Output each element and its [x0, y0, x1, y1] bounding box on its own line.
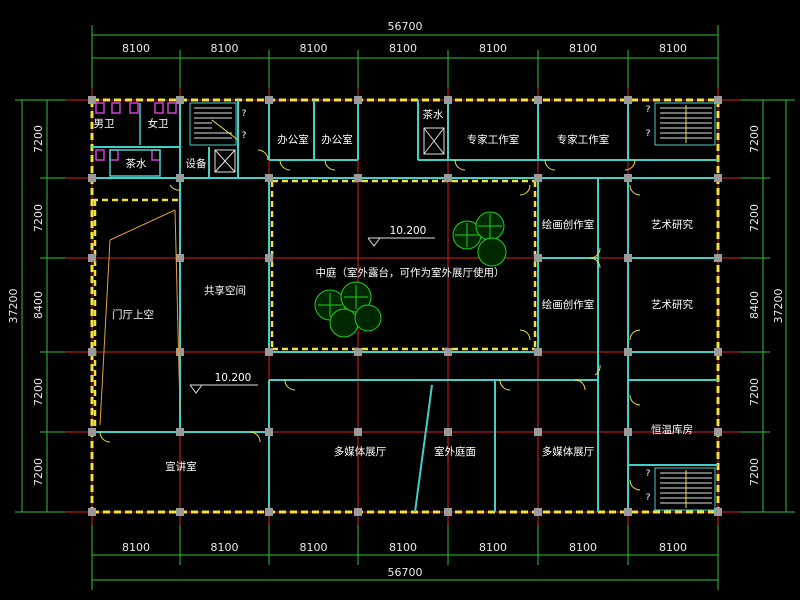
- left-span-dimension: 7200: [32, 378, 45, 406]
- bottom-span-dimension: 8100: [211, 541, 239, 554]
- level-label-courtyard: 10.200: [390, 225, 427, 237]
- bottom-total-dimension: 56700: [388, 566, 423, 579]
- room-label-art-research-2: 艺术研究: [651, 298, 693, 311]
- room-label-tea-right: 茶水: [423, 108, 444, 121]
- bottom-span-dimension: 8100: [659, 541, 687, 554]
- room-label-outdoor-ground: 室外庭面: [434, 445, 476, 458]
- door-swings: [99, 149, 641, 491]
- left-span-dimension: 7200: [32, 204, 45, 232]
- bottom-span-dimension: 8100: [479, 541, 507, 554]
- room-label-mens-toilet: 男卫: [94, 118, 115, 130]
- stair-mark: ?: [646, 105, 651, 115]
- elevator-left: [214, 149, 236, 173]
- top-span-dimension: 8100: [479, 42, 507, 55]
- lobby-void-outline: [99, 209, 181, 426]
- right-span-dimension: 7200: [748, 204, 761, 232]
- bottom-span-dimensions: 8100 8100 8100 8100 8100 8100 8100: [122, 541, 687, 554]
- top-total-dimension: 56700: [388, 20, 423, 33]
- right-span-dimension: 8400: [748, 291, 761, 319]
- stair-mark: ?: [242, 131, 247, 141]
- room-label-lecture-room: 宣讲室: [165, 460, 197, 473]
- left-span-dimension: 8400: [32, 291, 45, 319]
- top-span-dimension: 8100: [211, 42, 239, 55]
- left-span-dimensions: 7200 7200 8400 7200 7200: [32, 125, 45, 486]
- room-label-expert-2: 专家工作室: [557, 133, 610, 146]
- left-span-dimension: 7200: [32, 458, 45, 486]
- room-label-painting-2: 绘画创作室: [542, 298, 595, 311]
- room-label-painting-1: 绘画创作室: [542, 218, 595, 231]
- structural-columns: [88, 96, 722, 516]
- bottom-span-dimension: 8100: [389, 541, 417, 554]
- room-label-storage: 恒温库房: [651, 423, 693, 436]
- bottom-span-dimension: 8100: [569, 541, 597, 554]
- elevator-right: [423, 127, 445, 155]
- toilet-fixtures: [95, 102, 177, 177]
- tree-group-left: [314, 281, 382, 338]
- interior-walls: [92, 100, 718, 513]
- stair-top-right: [654, 102, 716, 146]
- right-span-dimension: 7200: [748, 125, 761, 153]
- tree-group-right: [452, 211, 507, 267]
- axis-grid: [65, 88, 740, 525]
- right-total-dimension: 37200: [772, 289, 785, 324]
- room-label-tea-left: 茶水: [126, 157, 147, 170]
- top-span-dimensions: 8100 8100 8100 8100 8100 8100 8100: [122, 42, 687, 55]
- courtyard-glazing: [92, 179, 537, 430]
- right-span-dimension: 7200: [748, 458, 761, 486]
- right-span-dimensions: 7200 7200 8400 7200 7200: [748, 125, 761, 486]
- bottom-span-dimension: 8100: [300, 541, 328, 554]
- top-dimension-lines: [91, 25, 719, 95]
- room-label-lobby-void: 门厅上空: [112, 308, 154, 321]
- room-label-multimedia-1: 多媒体展厅: [334, 445, 387, 458]
- top-span-dimension: 8100: [569, 42, 597, 55]
- left-dimension-lines: [15, 99, 90, 513]
- stair-mark: ?: [646, 493, 651, 503]
- outer-walls: [90, 98, 720, 514]
- room-label-multimedia-2: 多媒体展厅: [542, 445, 595, 458]
- room-label-expert-1: 专家工作室: [467, 133, 520, 146]
- top-span-dimension: 8100: [122, 42, 150, 55]
- bottom-dimension-lines: [91, 518, 719, 590]
- top-span-dimension: 8100: [300, 42, 328, 55]
- level-label-lobby: 10.200: [215, 372, 252, 384]
- room-label-art-research-1: 艺术研究: [651, 218, 693, 231]
- left-span-dimension: 7200: [32, 125, 45, 153]
- room-label-courtyard: 中庭（室外露台，可作为室外展厅使用）: [316, 266, 505, 279]
- stair-mark: ?: [646, 129, 651, 139]
- stair-bottom-right: [654, 467, 716, 511]
- stair-mark: ?: [242, 109, 247, 119]
- bottom-span-dimension: 8100: [122, 541, 150, 554]
- stair-top-left: [189, 102, 239, 146]
- room-label-equipment: 设备: [186, 157, 207, 170]
- level-marker-lobby: [189, 384, 258, 394]
- right-span-dimension: 7200: [748, 378, 761, 406]
- room-label-office-2: 办公室: [321, 133, 353, 146]
- top-span-dimension: 8100: [389, 42, 417, 55]
- room-label-office-1: 办公室: [277, 133, 309, 146]
- left-total-dimension: 37200: [7, 289, 20, 324]
- room-label-womens-toilet: 女卫: [148, 117, 169, 130]
- stair-mark: ?: [646, 469, 651, 479]
- room-label-shared-space: 共享空间: [204, 284, 246, 297]
- level-marker-courtyard: [367, 237, 435, 247]
- top-span-dimension: 8100: [659, 42, 687, 55]
